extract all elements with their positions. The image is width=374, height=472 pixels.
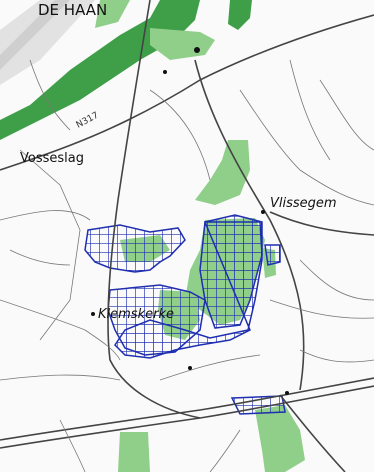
label-road-n317: N317 (75, 111, 101, 131)
label-klemskerke: Klemskerke (98, 307, 174, 322)
map-markers (91, 47, 289, 395)
label-vosseslag: Vosseslag (20, 151, 84, 166)
coastal-dune-strip (0, 0, 95, 85)
minor-roads (0, 59, 374, 472)
habitat-zones-hatched (84, 214, 286, 415)
label-de-haan: DE HAAN (38, 1, 107, 19)
label-vlissegem: Vlissegem (270, 196, 337, 211)
